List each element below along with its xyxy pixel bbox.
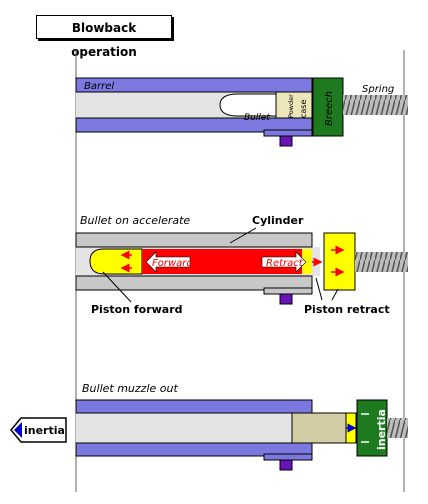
barrel-bottom-wall [75,117,313,133]
stage-3-heading: Bullet muzzle out [82,382,178,395]
stage-2-heading: Bullet on accelerate [80,214,190,227]
barrel-bottom-wall [75,442,313,457]
piston-forward-label: Piston forward [91,303,183,316]
mount-stud [279,459,293,471]
cartridge-case [275,91,313,119]
powder-label: Powder [287,94,295,118]
barrel-top-wall [75,77,313,93]
piston-retract-label: Piston retract [304,303,390,316]
inertia-left-arrow [10,417,67,443]
breech-block [356,399,388,457]
cylinder-label: Cylinder [252,214,304,227]
mount-stud [279,293,293,305]
spring [355,252,408,272]
stage-1-firing: Barrel Bullet Powder case Breech Spring [75,77,408,147]
forward-arrow [145,251,191,273]
forward-label: Forward [152,258,193,269]
cylinder-bottom-wall [75,275,313,291]
spring [343,95,408,115]
bullet [219,93,277,117]
stage-3-muzzle-out: Bullet muzzle out inertia inertia [10,382,408,471]
piston-left-cap [302,249,312,274]
piston-forward [89,248,143,275]
stage-2-accelerate: Bullet on accelerate Cylinder Forward Re… [75,214,408,316]
piston-retract [323,232,356,291]
bullet-label: Bullet [244,113,270,123]
barrel-label: Barrel [84,81,114,92]
retract-arrow [261,251,307,273]
barrel-top-wall [75,399,313,414]
inertia-left-label: inertia [24,424,65,437]
retract-label: Retract [266,258,304,269]
breech-block [312,77,344,137]
mount-stud [279,135,293,147]
inertia-right-label: inertia [375,409,388,450]
barrel-collar [263,129,313,137]
barrel-collar [263,453,313,461]
spent-case [291,412,347,444]
cylinder-collar [263,287,313,295]
breech-label: Breech [324,91,335,126]
spring [387,418,408,438]
spring-label: Spring [362,84,394,95]
cylinder-top-wall [75,232,313,248]
diagram-title: Blowback operation [36,15,172,59]
case-label: case [299,100,308,118]
cylinder-leader [229,227,257,244]
